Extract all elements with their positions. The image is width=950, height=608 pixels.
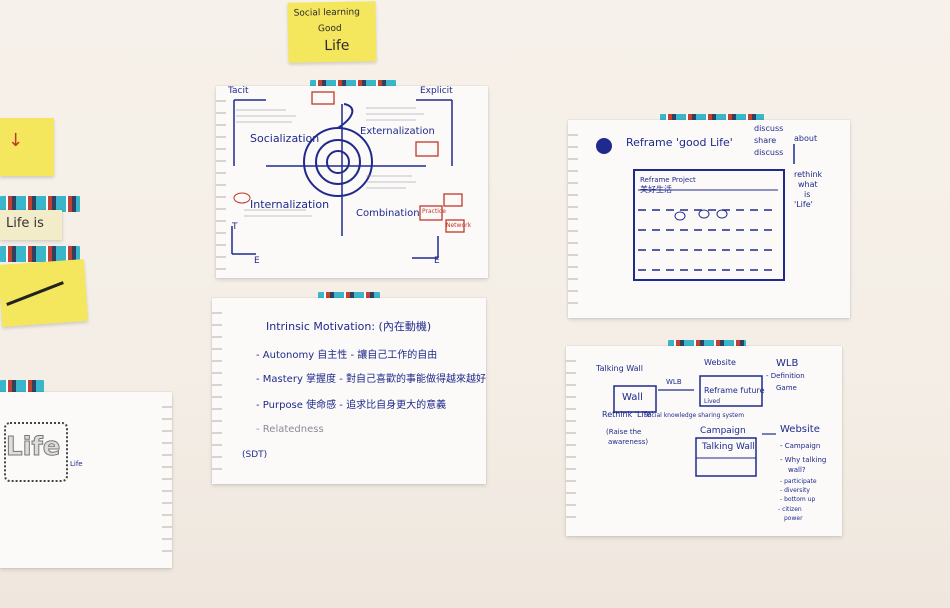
website-talking-wall: Talking Wall bbox=[596, 364, 643, 373]
sticky-note-yellow-stroke bbox=[0, 259, 89, 327]
website-social-knowledge: Social knowledge sharing system bbox=[644, 412, 745, 419]
life-is-text: Life is bbox=[6, 216, 44, 231]
reframe-rethink: rethink bbox=[794, 170, 823, 179]
reframe-title: Reframe 'good Life' bbox=[626, 136, 733, 149]
reframe-project: Reframe Project bbox=[640, 176, 696, 184]
decorative-tape bbox=[0, 246, 80, 262]
website-wall: Wall bbox=[622, 392, 643, 403]
website-website: Website bbox=[704, 358, 736, 367]
website-power: power bbox=[784, 515, 803, 522]
website-campaign2: - Campaign bbox=[780, 442, 821, 450]
sticky-note-top: Social learning Good Life bbox=[287, 1, 377, 63]
seci-axis-e1: E bbox=[254, 256, 260, 266]
motivation-title: Intrinsic Motivation: (內在動機) bbox=[266, 320, 432, 333]
website-paper: Talking Wall Wall WLB Website WLB - Defi… bbox=[566, 346, 842, 536]
website-raise: (Raise the bbox=[606, 428, 642, 436]
website-wall-q: wall? bbox=[788, 466, 806, 474]
arrow-down-icon: ↓ bbox=[8, 130, 24, 151]
website-wlb-arrow: WLB bbox=[666, 378, 682, 386]
life-note: Life bbox=[70, 460, 83, 468]
spiral-binding bbox=[568, 128, 578, 310]
spiral-binding bbox=[162, 400, 172, 560]
website-campaign: Campaign bbox=[700, 426, 746, 436]
motivation-footer: (SDT) bbox=[242, 450, 268, 460]
seci-axis-t: T bbox=[232, 222, 238, 232]
seci-red-note-b: Network bbox=[446, 222, 472, 229]
sticky-line3: Life bbox=[324, 37, 350, 55]
reframe-life: 'Life' bbox=[794, 200, 813, 209]
reframe-project-cn: 美好生活 bbox=[640, 185, 672, 194]
website-awareness: awareness) bbox=[608, 438, 649, 446]
website-sketch bbox=[613, 375, 776, 477]
seci-internalization: Internalization bbox=[250, 198, 330, 211]
website-website2: Website bbox=[780, 424, 820, 435]
motivation-item1: - Autonomy 自主性 - 讓自己工作的自由 bbox=[256, 350, 438, 361]
website-definition: - Definition bbox=[766, 372, 805, 380]
seci-paper: Tacit Explicit Socialization Externaliza… bbox=[216, 86, 488, 278]
seci-tacit: Tacit bbox=[228, 86, 249, 96]
website-game: Game bbox=[776, 384, 797, 392]
spiral-binding bbox=[216, 94, 226, 270]
life-is-label: Life is bbox=[0, 210, 62, 240]
website-why-talking: - Why talking bbox=[780, 456, 827, 464]
reframe-discuss2: share bbox=[754, 136, 777, 145]
seci-externalization: Externalization bbox=[360, 126, 435, 137]
seci-diagram bbox=[231, 91, 465, 259]
sticky-line1: Social learning bbox=[293, 7, 361, 19]
reframe-what: what bbox=[798, 180, 818, 189]
website-bottom-up: - bottom up bbox=[780, 496, 816, 503]
reframe-about: about bbox=[794, 134, 818, 143]
seci-socialization: Socialization bbox=[250, 132, 320, 145]
website-citizen: - citizen bbox=[778, 506, 802, 513]
reframe-sketch bbox=[596, 138, 795, 281]
spiral-binding bbox=[212, 306, 222, 476]
seci-red-note-a: Practice bbox=[422, 208, 446, 215]
spiral-binding bbox=[566, 354, 576, 528]
website-diversity: - diversity bbox=[780, 487, 810, 494]
sticky-note-left: ↓ bbox=[0, 118, 54, 176]
website-reframe-future: Reframe future bbox=[704, 386, 765, 395]
seci-combination: Combination bbox=[356, 208, 420, 219]
reframe-discuss1: discuss bbox=[754, 124, 784, 133]
decorative-tape bbox=[0, 196, 80, 212]
website-participate: - participate bbox=[780, 478, 817, 485]
marker-stroke bbox=[6, 281, 64, 306]
reframe-is: is bbox=[804, 190, 811, 199]
website-rethink-life: Rethink 'Life' bbox=[602, 410, 654, 419]
seci-explicit: Explicit bbox=[420, 86, 453, 96]
seci-axis-e2: E bbox=[434, 256, 440, 266]
reframe-discuss3: discuss bbox=[754, 148, 784, 157]
sticky-line2: Good bbox=[317, 23, 342, 35]
motivation-item3: - Purpose 使命感 - 追求比自身更大的意義 bbox=[256, 400, 447, 411]
motivation-paper: Intrinsic Motivation: (內在動機) - Autonomy … bbox=[212, 298, 486, 484]
motivation-item2: - Mastery 掌握度 - 對自己喜歡的事能做得越來越好 bbox=[256, 374, 486, 385]
left-paper: Life Life bbox=[0, 392, 172, 568]
website-wlb: WLB bbox=[776, 358, 799, 369]
motivation-item4: - Relatedness bbox=[256, 424, 324, 435]
dotted-life-box bbox=[4, 422, 68, 482]
life-word: Life bbox=[5, 432, 61, 463]
website-talking-wall-box: Talking Wall bbox=[702, 442, 755, 452]
reframe-paper: Reframe 'good Life' discuss share discus… bbox=[568, 120, 850, 318]
website-lived: Lived bbox=[704, 398, 721, 405]
